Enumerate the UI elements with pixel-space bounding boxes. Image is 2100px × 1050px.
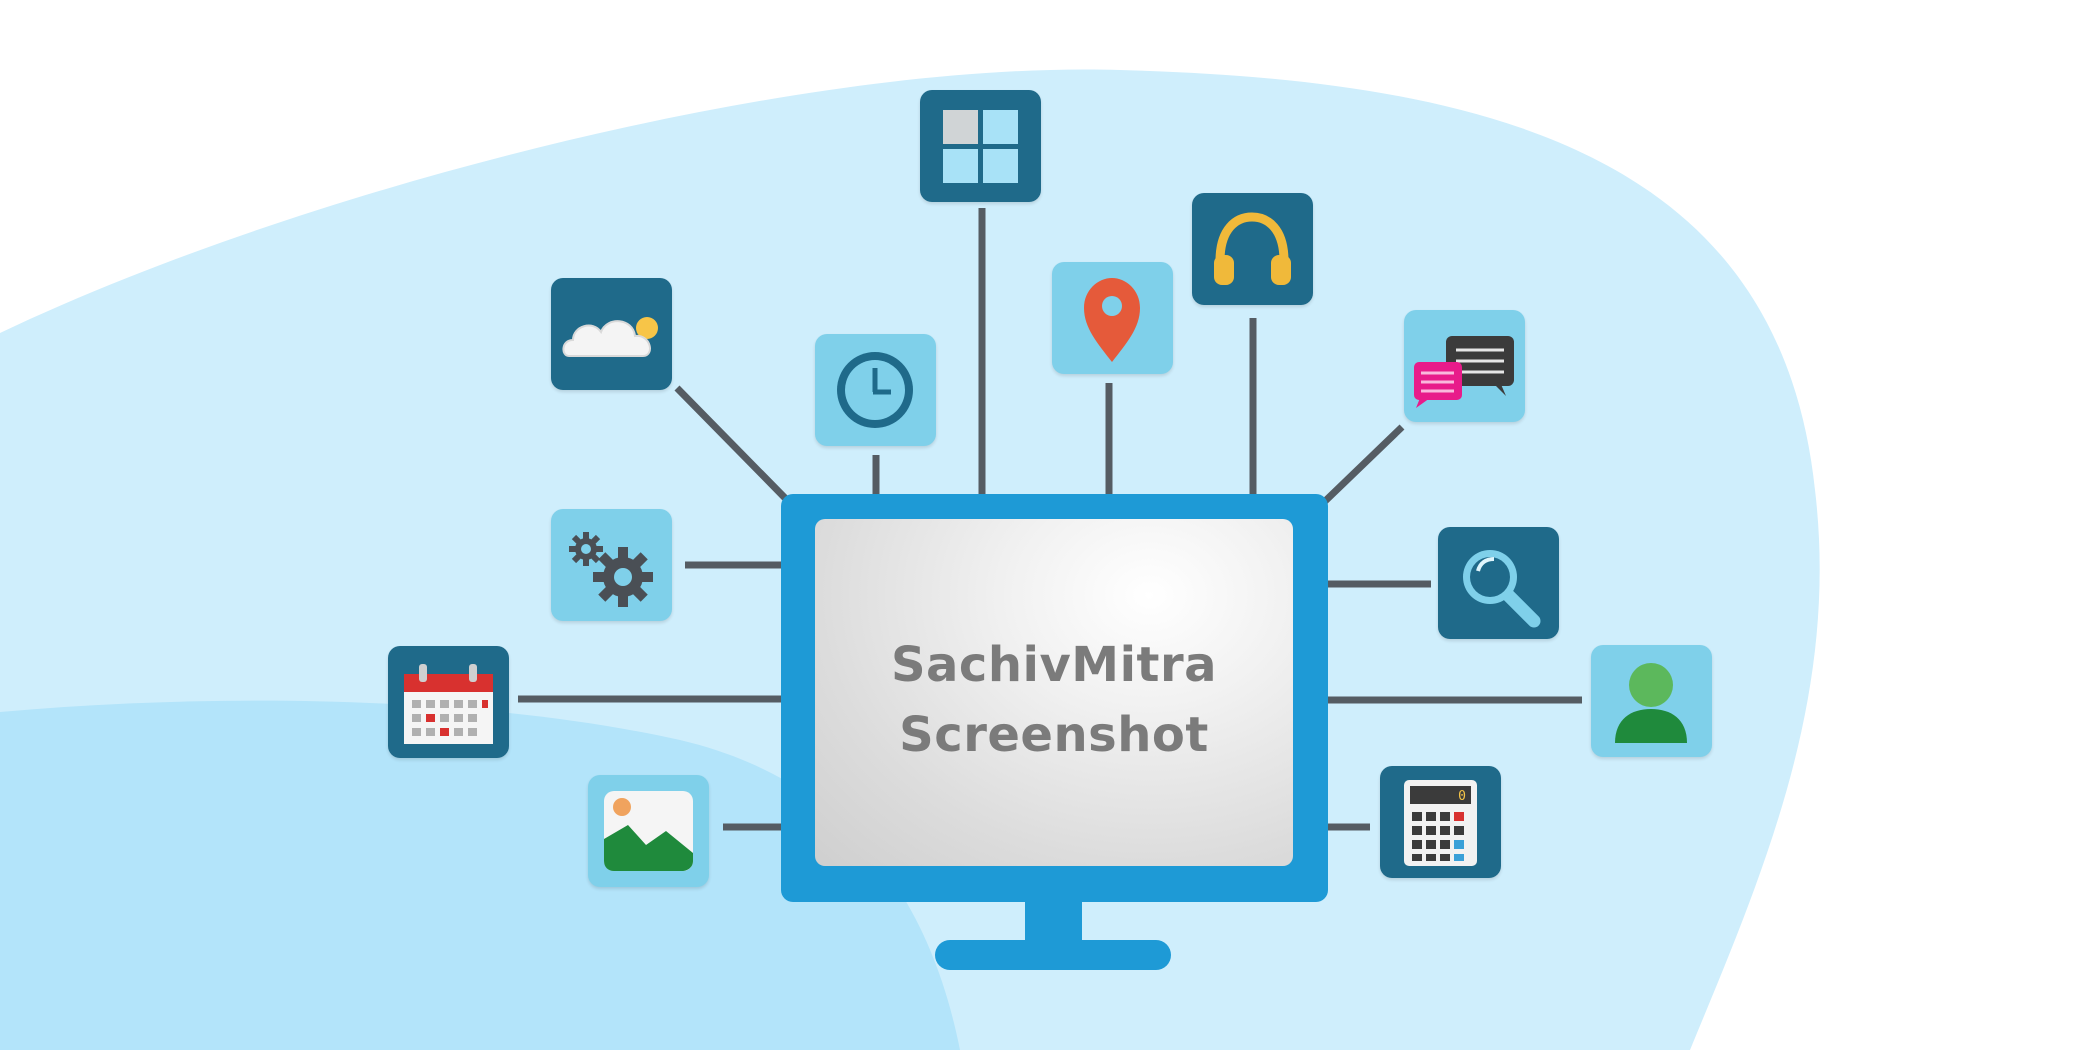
location-pin-icon[interactable] <box>1052 262 1173 374</box>
monitor-screen <box>815 519 1293 866</box>
calendar-icon[interactable] <box>388 646 509 758</box>
calculator-icon[interactable]: 0 <box>1380 766 1501 878</box>
clock-icon[interactable] <box>815 334 936 446</box>
svg-text:0: 0 <box>1458 789 1466 804</box>
screen-title: SachivMitra Screenshot <box>815 630 1293 770</box>
user-icon[interactable] <box>1591 645 1712 757</box>
weather-icon[interactable] <box>551 278 672 390</box>
windows-icon[interactable] <box>920 90 1041 202</box>
headphones-icon[interactable] <box>1192 193 1313 305</box>
image-icon[interactable] <box>588 775 709 887</box>
screen-title-line-1: SachivMitra <box>890 637 1218 693</box>
screen-title-line-2: Screenshot <box>899 707 1209 763</box>
monitor-stand-base <box>935 940 1171 970</box>
settings-gears-icon[interactable] <box>551 509 672 621</box>
monitor-stand-neck <box>1025 900 1082 943</box>
background-blob-lower <box>0 700 960 1050</box>
chat-icon[interactable] <box>1404 310 1525 422</box>
search-icon[interactable] <box>1438 527 1559 639</box>
